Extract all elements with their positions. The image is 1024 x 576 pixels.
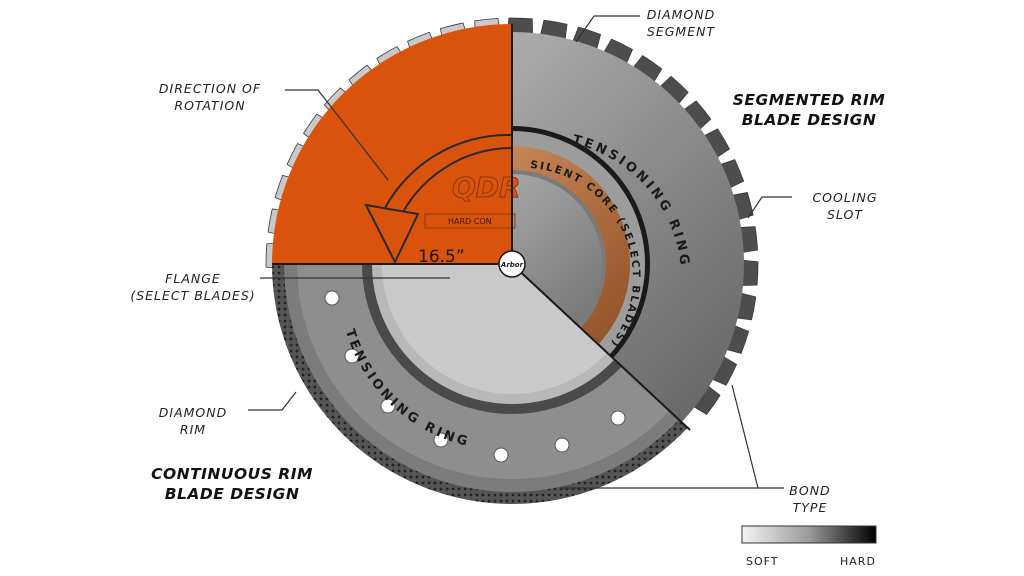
leader-direction	[285, 89, 389, 181]
cooling-holes	[324, 290, 626, 463]
label-diamond-segment: DIAMOND SEGMENT	[646, 7, 716, 39]
leader-diamond-rim	[248, 391, 297, 411]
logo-bar	[424, 213, 516, 229]
arbor-hole	[498, 250, 526, 278]
diamond-segment-tooth	[700, 128, 730, 160]
bond-scale-bar	[741, 525, 877, 544]
rotation-arrow	[364, 133, 513, 265]
label-continuous-rim: CONTINUOUS RIM BLADE DESIGN	[151, 465, 313, 503]
bond-scale-hard: HARD	[840, 555, 876, 568]
label-bond-type: BOND TYPE	[789, 483, 831, 515]
label-direction-of-rotation: DIRECTION OF ROTATION	[158, 81, 262, 113]
label-cooling-slot: COOLING SLOT	[812, 190, 878, 222]
diamond-segment-tooth	[657, 75, 689, 107]
label-diamond-rim: DIAMOND RIM	[158, 405, 228, 437]
diamond-segment-tooth	[680, 100, 712, 132]
leader-bond-type	[731, 384, 784, 489]
diamond-segment-tooth	[708, 354, 738, 386]
label-flange: FLANGE (SELECT BLADES)	[130, 271, 256, 303]
orange-quadrant	[272, 24, 512, 264]
logo-sub: HARD CON	[448, 217, 492, 226]
diamond-segment-tooth	[601, 38, 633, 67]
divider-diagonal	[511, 263, 691, 431]
bond-scale-soft: SOFT	[746, 555, 779, 568]
logo-text: QDR	[452, 171, 521, 204]
leader-cooling-slot	[747, 196, 792, 219]
diamond-segment-tooth	[630, 55, 663, 85]
arbor-label: Arbor	[500, 261, 524, 269]
diameter-label: 16.5”	[418, 247, 465, 267]
leader-diamond-segment	[575, 15, 640, 43]
label-segmented-rim: SEGMENTED RIM BLADE DESIGN	[732, 91, 886, 129]
diamond-segment-tooth	[717, 159, 745, 190]
diamond-segment-tooth	[690, 383, 721, 416]
